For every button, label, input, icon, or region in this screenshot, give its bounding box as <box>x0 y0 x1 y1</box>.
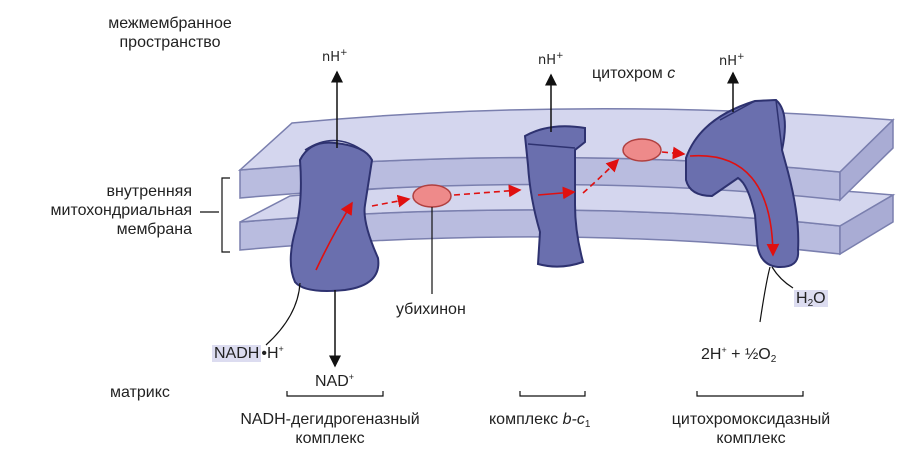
complex-1-protein <box>289 141 380 292</box>
proton-label-complex1: nH+ <box>322 48 348 66</box>
complex-3-label: комплекс b-c1 <box>489 411 591 430</box>
nad-label: NAD+ <box>315 372 355 391</box>
electron-arrow-to-complex3 <box>453 184 522 198</box>
proton-arrows <box>329 70 739 368</box>
electron-arrow-complex1 <box>315 201 353 271</box>
ubiquinone-carrier <box>412 184 452 208</box>
electron-path <box>315 146 780 271</box>
electron-arrow-to-complex4 <box>661 146 686 160</box>
electron-arrow-to-ubiquinone <box>371 194 411 208</box>
proton-label-complex3: nH+ <box>538 51 564 69</box>
bracket-complex-3 <box>519 391 586 397</box>
complex-3-protein <box>523 125 586 268</box>
bracket-complex-1 <box>286 391 384 397</box>
oxygen-equation-label: 2H+ + ½O2 <box>701 345 777 365</box>
ubiquinone-label: убихинон <box>396 301 466 318</box>
cytochrome-c-label: цитохром c <box>592 65 676 82</box>
membrane-lower-sheet-side <box>839 193 894 256</box>
matrix-label: матрикс <box>110 384 170 401</box>
complex-3-face-line <box>527 143 576 149</box>
leader-lines <box>200 177 794 346</box>
bracket-complex-4 <box>696 391 804 397</box>
electron-arrow-to-cytochrome <box>582 158 620 194</box>
complex-4-face-lines <box>719 99 783 151</box>
electron-arrow-complex4 <box>689 154 780 257</box>
complex-1-label: NADH-дегидрогеназный комплекс <box>240 411 420 447</box>
complex-brackets <box>286 391 804 397</box>
water-label: H2O <box>794 290 828 309</box>
complex-4-label: цитохромоксидазный комплекс <box>671 411 831 447</box>
electron-arrow-complex3 <box>537 186 576 200</box>
proton-label-complex4: nH+ <box>719 52 745 70</box>
intermembrane-space-label: межмембранное пространство <box>108 15 232 51</box>
inner-membrane-label: внутренняя митохондриальная мембрана <box>50 183 193 238</box>
nadh-label: NADH•H+ <box>212 344 284 362</box>
complex-1-top-face <box>304 139 366 153</box>
cytochrome-c-carrier <box>622 138 662 162</box>
membrane-upper-sheet-side <box>839 118 894 202</box>
